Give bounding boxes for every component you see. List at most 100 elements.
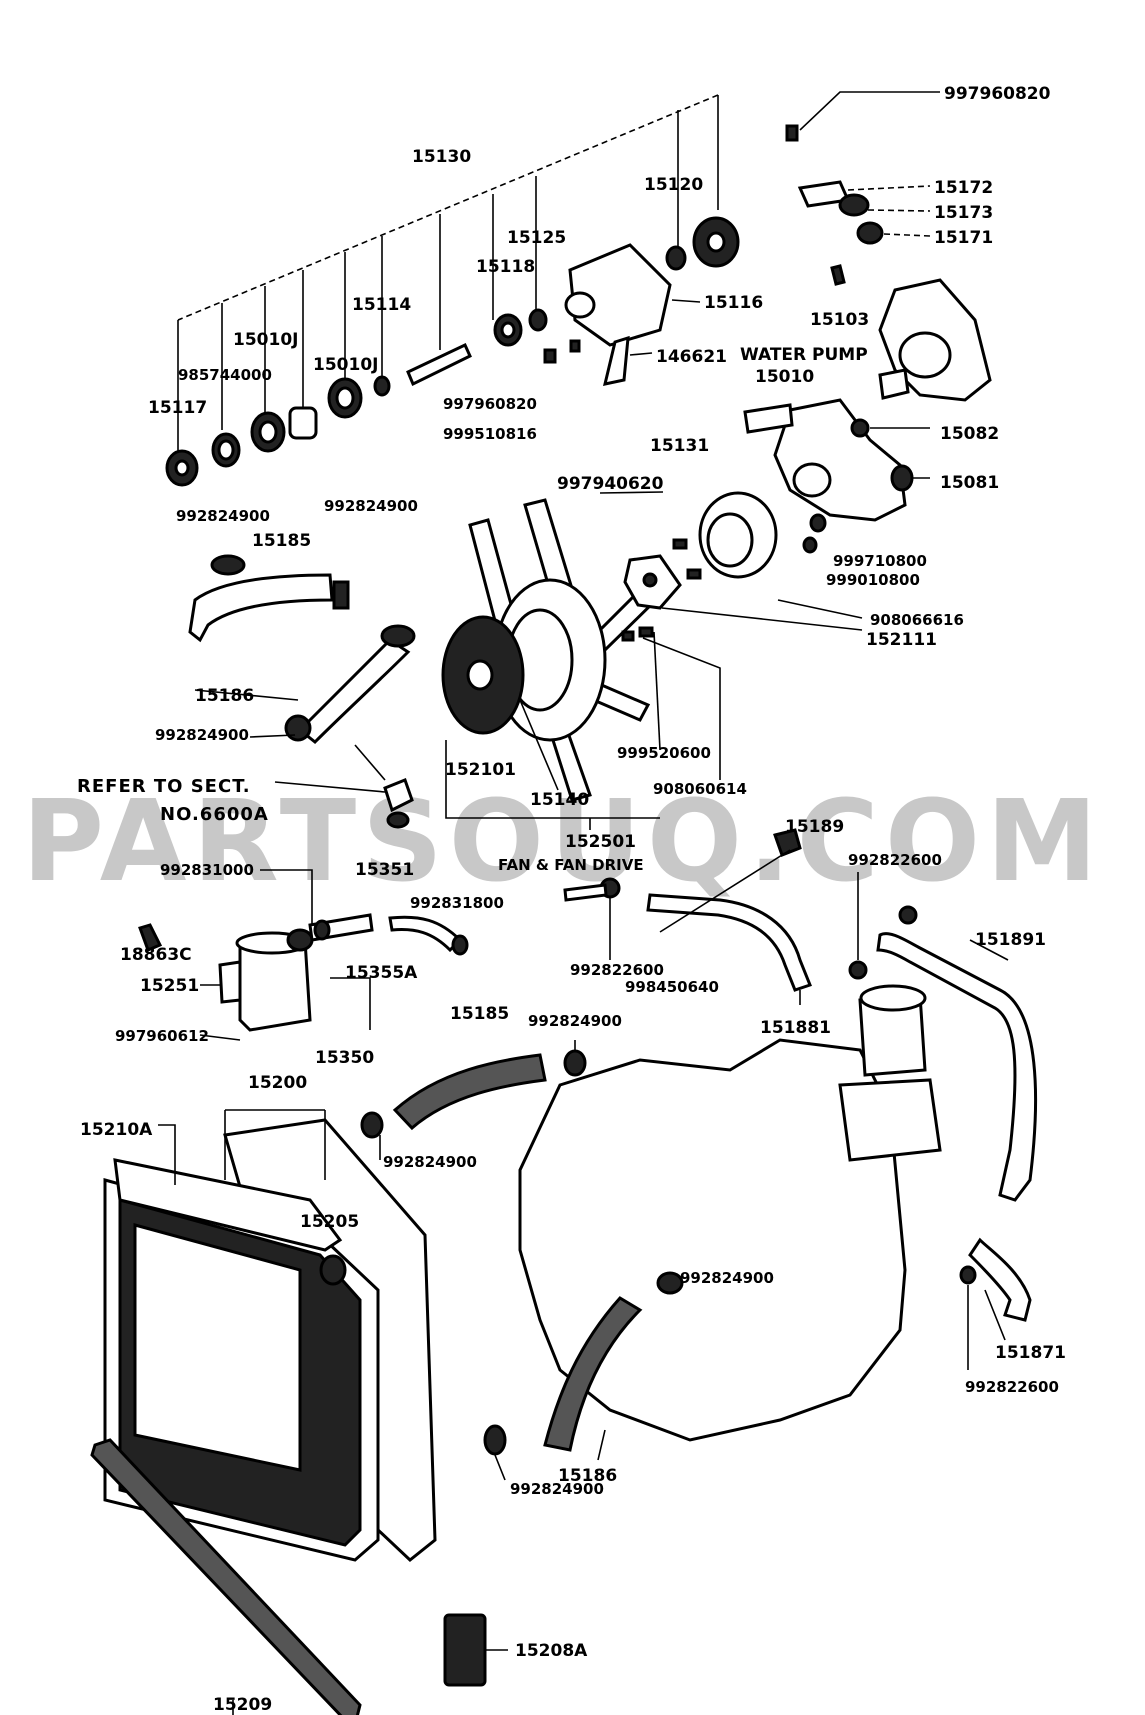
plug-15082 [850,418,870,438]
label-15205: 15205 [300,1212,359,1232]
pulley-hub [174,459,190,477]
grommet-18863C [138,923,163,952]
label-908066616: 908066616 [870,611,964,629]
leader-998450640 [659,849,791,933]
heater-hose-151871 [968,1237,1032,1322]
label-15010J-b: 15010J [313,355,378,375]
drain-cock [383,778,414,813]
housing-port [564,291,596,319]
gasket-15081 [890,464,914,492]
label-15117: 15117 [148,398,207,418]
radiator-group [90,1109,508,1715]
label-992822600-b: 992822600 [848,851,942,869]
water-pump-group [743,91,992,554]
bolt-997960820 [543,348,557,364]
pump-housing-15116 [568,243,672,347]
label-992822600-a: 992822600 [570,961,664,979]
hose-15186-lower [543,1296,643,1452]
engine-group [360,828,1038,1481]
label-992822600-c: 992822600 [965,1378,1059,1396]
label-15116: 15116 [704,293,763,313]
watermark: PARTSOUQ.COM [22,777,1104,907]
leader-992831000 [260,869,313,925]
label-146621: 146621 [656,347,727,367]
label-15355A: 15355A [345,963,418,983]
label-15103: 15103 [810,310,869,330]
leader-999520600 [653,631,661,751]
clamp-992831000 [313,919,331,941]
label-992831800: 992831800 [410,894,504,912]
bolt-999520600 [638,626,654,638]
reservoir-bracket-15251 [218,960,242,1004]
housing-inlet [878,368,910,400]
label-992824900-e: 992824900 [383,1153,477,1171]
reservoir-hose-2 [388,915,463,953]
leader-15186 [194,689,299,701]
clamp-992824900-a [210,554,246,576]
label-15010: 15010 [755,367,814,387]
leader-15173 [867,209,931,212]
label-refer-sect: REFER TO SECT. [77,776,251,797]
reservoir-cap-15355A [286,928,314,952]
thermostat-15171 [856,221,884,245]
label-fan-drive: FAN & FAN DRIVE [498,856,644,874]
label-151881: 151881 [760,1018,831,1038]
label-997960612: 997960612 [115,1027,209,1045]
seal-bore [500,321,516,339]
label-985744000: 985744000 [178,366,272,384]
label-15140: 15140 [530,790,589,810]
pump-shaft [406,342,472,387]
label-997940620: 997940620 [557,474,664,494]
label-15114: 15114 [352,295,411,315]
label-152111: 152111 [866,630,937,650]
leader-refer-sect [274,781,386,793]
snap-ring-hole [217,439,235,461]
heater-valve-base [838,1078,942,1162]
pump-inlet-pipe [743,403,794,434]
leader-992824900-g [494,1454,506,1481]
leader-997940620 [599,491,664,494]
label-997960820-mid: 997960820 [443,395,537,413]
leader-15140 [519,699,559,791]
connector-15189 [773,828,802,857]
bolt-908060614 [621,630,635,642]
label-998450640: 998450640 [625,978,719,996]
fan-clutch-center [466,659,494,691]
bushing-15120 [665,245,687,271]
radiator-core-light [133,1223,302,1472]
leader-15171 [883,233,931,237]
clamp-992824900-b [332,580,350,610]
label-refer-no: NO.6600A [160,804,269,825]
clamp-992824900-e [360,1111,384,1139]
small-pipe [563,883,608,902]
seal-15209 [90,1438,362,1715]
water-pump-body-15010 [773,398,907,522]
leader-151891 [969,939,1009,961]
hose-15185-upper [188,573,334,643]
leader-146621 [629,352,653,356]
drain-wire [354,744,386,781]
spacer [288,406,318,440]
impeller-hub [706,231,726,253]
drain-washer [386,811,410,829]
label-15209: 15209 [213,1695,272,1715]
label-999710800: 999710800 [833,552,927,570]
part-labels: 997960820 15130 15120 15172 15173 15125 … [77,84,1066,1715]
label-992824900-f: 992824900 [680,1269,774,1287]
label-151891: 151891 [975,930,1046,950]
label-15172: 15172 [934,178,993,198]
ventilator-15208A [443,1613,487,1687]
clamp-992824900-d [563,1049,587,1077]
label-15350: 15350 [315,1048,374,1068]
label-15130: 15130 [412,147,471,167]
label-15186-b: 15186 [558,1466,617,1486]
label-15189: 15189 [785,817,844,837]
leader-152111 [661,607,863,631]
label-15120: 15120 [644,175,703,195]
left-hoses-group [188,554,416,829]
radiator-cap-15205 [319,1254,347,1286]
label-992824900-a: 992824900 [176,507,270,525]
leader-908060614 [642,637,721,780]
clamp-992822600-a2 [848,960,868,980]
label-999010800: 999010800 [826,571,920,589]
